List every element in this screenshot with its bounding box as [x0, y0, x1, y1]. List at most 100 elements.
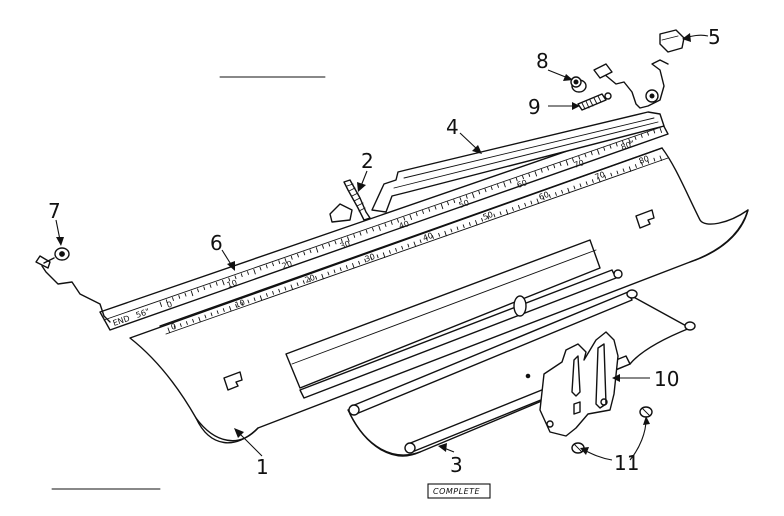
ruler-tick [579, 183, 582, 188]
ruler-tick [370, 256, 373, 261]
scale-rear-end: 80" [620, 139, 636, 152]
ruler-tick [425, 237, 428, 241]
ruler-tick [365, 229, 368, 234]
ruler-tick [456, 226, 459, 231]
ruler-tick [378, 225, 381, 231]
scale-front-10: 10 [234, 298, 247, 310]
ruler-tick [372, 227, 374, 232]
ruler-tick [203, 286, 206, 291]
ruler-tick [290, 284, 294, 290]
ruler-tick [547, 166, 549, 171]
ruler-tick [622, 168, 625, 173]
ruler-tick [359, 231, 362, 236]
ruler-tick [640, 134, 643, 138]
callout-10: 10 [654, 367, 679, 391]
scale-front-30: 30 [364, 252, 377, 264]
ruler-tick [590, 151, 593, 156]
scale-rear-70: 70 [573, 158, 586, 170]
ruler-tick [490, 186, 493, 191]
ruler-tick [364, 258, 367, 263]
ruler-tick [384, 223, 387, 227]
ruler-tick [453, 199, 456, 204]
scale-bar-ticks [159, 127, 663, 307]
ruler-tick [553, 164, 556, 169]
ruler-tick [198, 316, 201, 323]
ruler-tick [641, 161, 643, 166]
ruler-tick [167, 327, 171, 333]
ruler-tick [628, 138, 631, 144]
rear-rail-part-4 [371, 111, 665, 213]
ruler-tick [598, 177, 601, 183]
ruler-tick [210, 312, 213, 317]
ruler-tick [272, 290, 274, 295]
ruler-tick [415, 212, 418, 217]
ruler-tick [511, 207, 514, 211]
ruler-tick [578, 155, 581, 160]
ruler-tick [413, 241, 417, 247]
ruler-tick [610, 172, 613, 177]
ruler-tick [259, 266, 262, 271]
ruler-tick [204, 314, 207, 319]
ruler-tick [259, 295, 263, 301]
ruler-tick [235, 303, 238, 308]
ruler-tick [190, 290, 194, 297]
scale-bar-part-6: END 56" 0 10 20 30 40 50 60 70 80" [99, 118, 669, 331]
ruler-tick [253, 297, 256, 302]
ruler-tick [478, 190, 481, 195]
scale-front-50: 50 [482, 210, 495, 222]
callout-7: 7 [48, 199, 61, 223]
ruler-tick [185, 321, 188, 325]
ruler-tick [647, 131, 649, 136]
ruler-tick [321, 273, 324, 280]
ruler-tick [315, 275, 318, 280]
complete-tag: COMPLETE [427, 483, 491, 499]
ruler-tick [376, 254, 379, 259]
bracket-plate-part-10 [539, 331, 619, 437]
ruler-tick [303, 251, 306, 256]
callout-11: 11 [614, 451, 639, 475]
ruler-tick [609, 144, 612, 149]
ruler-tick [388, 250, 391, 254]
ruler-tick [184, 292, 187, 297]
ruler-tick [555, 192, 557, 196]
scale-rear-start: 0 [166, 300, 174, 310]
ruler-tick [484, 188, 487, 193]
scale-rear-60: 60 [516, 178, 529, 190]
ruler-tick [222, 308, 225, 312]
ruler-tick [616, 170, 619, 175]
ruler-tick [565, 160, 569, 166]
ruler-tick [653, 129, 656, 134]
ruler-tick [585, 181, 588, 186]
ruler-tick [192, 318, 195, 323]
ruler-tick [216, 310, 219, 315]
ruler-tick [353, 234, 356, 238]
ruler-tick [487, 215, 490, 220]
ruler-tick [493, 213, 496, 218]
spring-part-2 [329, 179, 371, 223]
callout-5: 5 [708, 25, 721, 49]
ruler-tick [247, 271, 249, 275]
ruler-tick [382, 252, 386, 258]
ruler-tick [548, 194, 551, 198]
leader-lines [55, 33, 709, 461]
ruler-tick [240, 273, 243, 278]
ruler-tick [328, 242, 331, 247]
ruler-tick [234, 275, 237, 280]
ruler-tick [561, 189, 564, 194]
ruler-tick [465, 194, 468, 199]
ruler-tick [434, 205, 437, 210]
ruler-tick [530, 200, 533, 205]
ruler-tick [653, 157, 656, 162]
scale-front-70: 70 [594, 170, 607, 182]
ruler-tick [401, 245, 404, 250]
ruler-tick [278, 288, 281, 293]
scale-rear-30: 30 [339, 239, 352, 251]
ruler-tick [340, 238, 343, 243]
ruler-tick [284, 286, 287, 291]
ruler-tick [407, 243, 410, 248]
ruler-tick [197, 288, 199, 293]
ruler-tick [534, 171, 538, 177]
tension-spring-part-9 [577, 92, 612, 111]
ruler-tick [591, 179, 594, 183]
